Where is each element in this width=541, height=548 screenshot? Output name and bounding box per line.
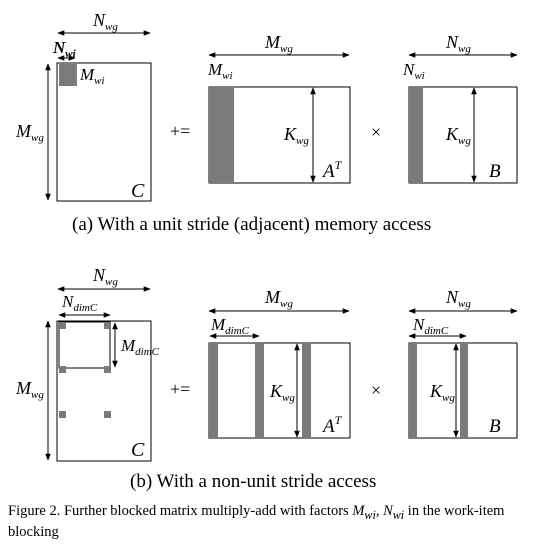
panel-b: Nwg NdimC C MdimC Mwg += Mwg MdimC	[15, 265, 518, 492]
at-top-label: Mwg	[264, 32, 293, 55]
panel-a: C Nwg Nwi Mwi Mwg += Mwg Mwi Kwg AT × N	[15, 10, 518, 235]
work-item-block	[59, 64, 75, 86]
at-k-label: Kwg	[283, 124, 309, 147]
c-label: C	[131, 180, 145, 202]
times-op: ×	[371, 380, 381, 400]
b-strided-column	[460, 343, 468, 438]
caption-b: (b) With a non-unit stride access	[130, 471, 376, 492]
matrix-at-a: Mwg Mwi Kwg AT	[207, 32, 351, 184]
c-label: C	[131, 439, 145, 461]
figure-caption-suffix: in the work-item blocking	[8, 503, 505, 540]
b-k-label: Kwg	[445, 124, 471, 147]
at-matrix-label: AT	[321, 413, 343, 437]
b-top-label: Nwg	[445, 287, 471, 310]
at-matrix-label: AT	[321, 158, 343, 182]
mdimc-label: MdimC	[120, 336, 160, 358]
strided-element	[59, 411, 66, 418]
at-shaded-column	[209, 87, 234, 183]
at-sub-label: MdimC	[210, 315, 250, 337]
nwg-label: Nwg	[92, 265, 118, 288]
at-strided-column	[255, 343, 264, 438]
at-strided-column	[209, 343, 218, 438]
strided-element	[59, 366, 66, 373]
strided-element	[104, 322, 111, 329]
math-sep: ,	[375, 503, 384, 519]
b-matrix-label: B	[489, 416, 501, 437]
matrix-c-a: C	[56, 62, 152, 202]
mwg-label: Mwg	[15, 121, 44, 144]
matrix-b-a: Nwg Nwi Kwg B	[402, 32, 518, 184]
strided-element	[104, 411, 111, 418]
math-n-sub: wi	[392, 507, 405, 522]
at-k-label: Kwg	[269, 381, 295, 404]
b-shaded-column	[409, 87, 423, 183]
math-m-sub: wi	[364, 507, 376, 522]
mwg-label: Mwg	[15, 378, 44, 401]
b-strided-column	[409, 343, 417, 438]
matrix-b-b: Nwg NdimC Kwg B	[408, 287, 518, 439]
times-op: ×	[371, 122, 381, 142]
mwi-label: Mwi	[79, 65, 105, 87]
b-sub-label: NdimC	[412, 315, 449, 337]
b-sub-label: Nwi	[402, 60, 425, 82]
b-matrix-label: B	[489, 161, 501, 182]
plus-equals-op: +=	[170, 379, 190, 399]
strided-element	[59, 322, 66, 329]
figure-caption: Figure 2. Further blocked matrix multipl…	[8, 503, 533, 541]
matrix-at-b: Mwg MdimC Kwg AT	[208, 287, 351, 439]
math-m: M	[352, 503, 365, 519]
plus-equals-op: +=	[170, 121, 190, 141]
nwi-label: Nwi	[52, 38, 77, 60]
math-n: N	[383, 503, 393, 519]
at-strided-column	[302, 343, 311, 438]
at-top-label: Mwg	[264, 287, 293, 310]
matrix-blocking-figure: C Nwg Nwi Mwi Mwg += Mwg Mwi Kwg AT × N	[15, 10, 518, 492]
at-sub-label: Mwi	[207, 60, 233, 82]
b-k-label: Kwg	[429, 381, 455, 404]
matrix-c-b: C	[56, 320, 152, 462]
b-top-label: Nwg	[445, 32, 471, 55]
figure-caption-prefix: Figure 2. Further blocked matrix multipl…	[8, 503, 353, 519]
strided-element	[104, 366, 111, 373]
caption-a: (a) With a unit stride (adjacent) memory…	[72, 214, 431, 235]
ndimc-label: NdimC	[61, 292, 98, 314]
nwg-label: Nwg	[92, 10, 118, 33]
